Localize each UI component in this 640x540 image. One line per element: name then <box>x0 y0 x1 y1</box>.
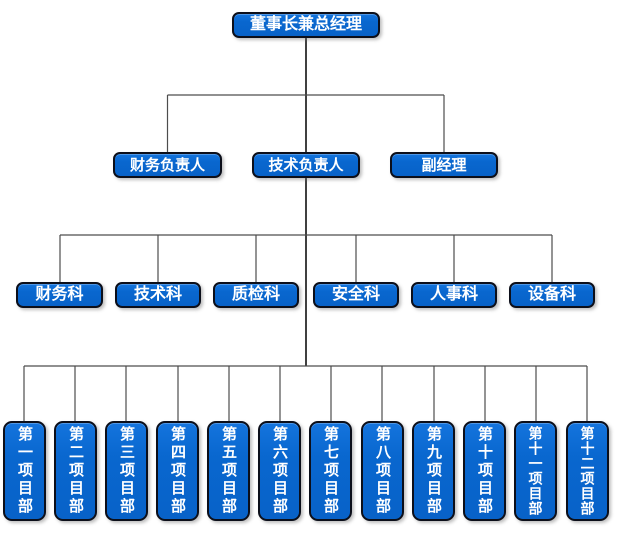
node-project-dept-7: 第七项目部 <box>309 421 352 521</box>
node-project-dept-6: 第六项目部 <box>258 421 301 521</box>
node-project-dept-1: 第一项目部 <box>3 421 46 521</box>
node-chairman-general-manager: 董事长兼总经理 <box>232 12 380 38</box>
node-deputy-manager: 副经理 <box>390 152 498 178</box>
node-project-dept-9: 第九项目部 <box>412 421 455 521</box>
node-technical-manager: 技术负责人 <box>252 152 360 178</box>
node-project-dept-5: 第五项目部 <box>207 421 250 521</box>
node-project-dept-2: 第二项目部 <box>54 421 97 521</box>
node-technical-section: 技术科 <box>115 282 201 308</box>
node-equipment-section: 设备科 <box>509 282 595 308</box>
node-project-dept-10: 第十项目部 <box>463 421 506 521</box>
node-project-dept-4: 第四项目部 <box>156 421 199 521</box>
node-finance-manager: 财务负责人 <box>113 152 222 178</box>
node-safety-section: 安全科 <box>313 282 399 308</box>
node-project-dept-3: 第三项目部 <box>105 421 148 521</box>
node-quality-inspection-section: 质检科 <box>213 282 299 308</box>
node-project-dept-8: 第八项目部 <box>361 421 404 521</box>
node-finance-section: 财务科 <box>16 282 103 308</box>
node-project-dept-12: 第十二项目部 <box>566 421 609 521</box>
node-project-dept-11: 第十一项目部 <box>514 421 557 521</box>
node-hr-section: 人事科 <box>411 282 497 308</box>
